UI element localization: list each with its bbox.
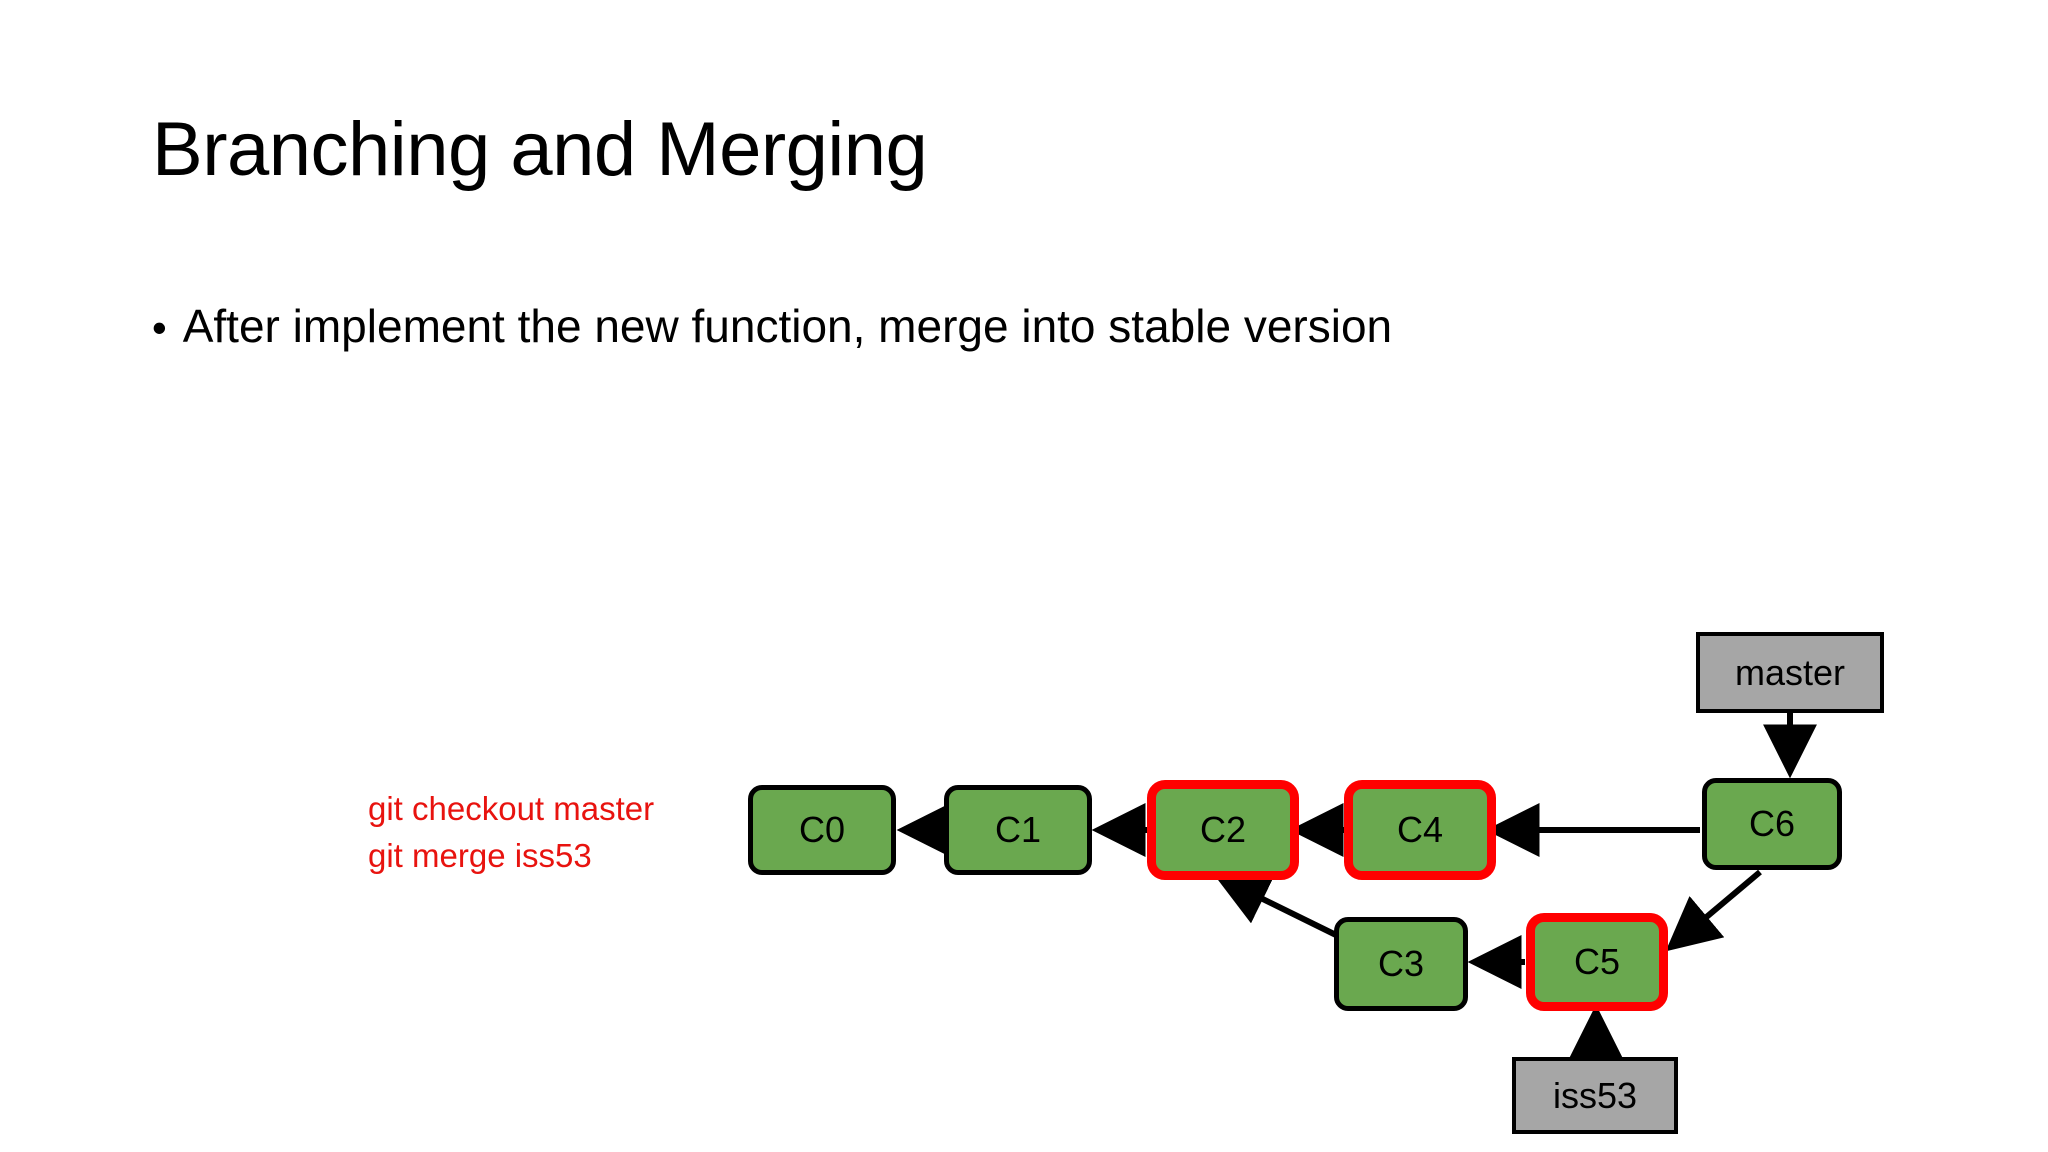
commit-node-c0[interactable]: C0 [748,785,896,875]
commit-node-c1[interactable]: C1 [944,785,1092,875]
commit-node-c6[interactable]: C6 [1702,778,1842,870]
bullet-marker-icon: • [152,304,167,351]
commit-label: C6 [1748,803,1796,844]
command-line-checkout: git checkout master [368,790,655,827]
commit-label: C0 [798,809,846,850]
edge-c6-to-c5 [1665,869,1762,952]
bullet-text: After implement the new function, merge … [182,300,1393,352]
commit-label: C4 [1396,809,1444,850]
branch-label-iss53[interactable]: iss53 [1512,1057,1678,1134]
commit-node-c4[interactable]: C4 [1344,780,1496,880]
branch-label-text: iss53 [1552,1074,1638,1116]
bullet-item: • After implement the new function, merg… [152,300,1392,353]
command-line-merge: git merge iss53 [368,836,592,874]
branch-label-text: master [1734,651,1846,693]
branch-label-master[interactable]: master [1696,632,1884,713]
commit-node-c5[interactable]: C5 [1526,913,1668,1011]
commit-node-c2[interactable]: C2 [1147,780,1299,880]
commit-label: C1 [994,809,1042,850]
edge-c3-to-c2 [1214,874,1338,938]
commit-label: C2 [1199,809,1247,850]
commit-node-c3[interactable]: C3 [1334,917,1468,1011]
page-title: Branching and Merging [152,107,928,192]
commit-label: C3 [1377,943,1425,984]
commit-label: C5 [1573,941,1621,982]
command-annotation: git checkout master git merge iss53 [368,786,654,880]
